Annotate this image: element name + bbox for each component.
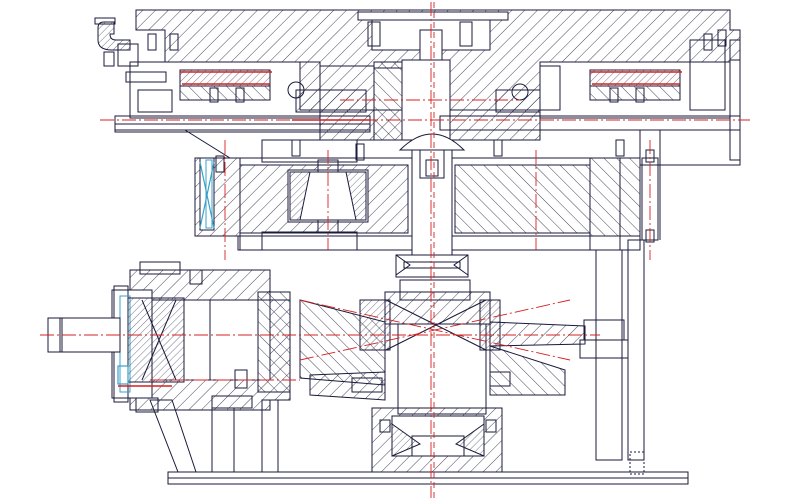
center-lines <box>40 2 750 498</box>
input-shaft-housing <box>47 261 291 413</box>
pipe-fitting <box>94 17 167 83</box>
bevel-gear-assembly <box>299 279 586 415</box>
upper-bearing <box>287 159 369 233</box>
left-strut <box>149 399 279 475</box>
right-worktable <box>439 39 741 166</box>
vertical-shaft <box>395 133 469 278</box>
left-worktable <box>114 61 375 133</box>
right-support-column <box>579 165 661 461</box>
lower-bearing-block <box>371 407 503 475</box>
highlight-parts <box>117 161 215 385</box>
bolts <box>147 29 727 173</box>
base-plate <box>167 451 689 485</box>
